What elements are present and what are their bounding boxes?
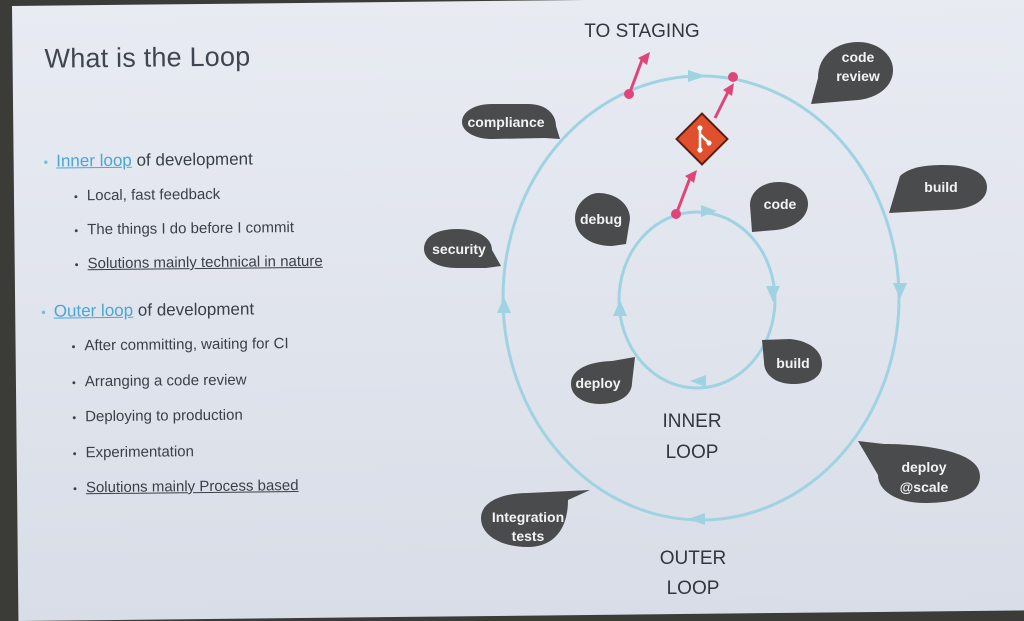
git-icon [675, 112, 729, 166]
commit-arrowhead-bottom-icon [685, 170, 697, 183]
outer-loop-dot [728, 72, 738, 82]
outer-arrow-left-icon [497, 297, 511, 313]
bubble-debug: debug [575, 193, 630, 246]
outer-loop-label-line1: OUTER [660, 548, 727, 569]
bubble-compliance: compliance [462, 104, 560, 139]
outer-loop-label-line2: LOOP [667, 578, 720, 599]
outer-arrow-top-icon [688, 70, 706, 82]
bubble-deploy-inner-text: deploy [575, 375, 620, 391]
outer-arrow-right-icon [893, 283, 907, 299]
inner-arrow-left-icon [613, 300, 627, 316]
bubble-build-outer-text: build [924, 179, 957, 195]
bubble-debug-text: debug [580, 211, 622, 227]
bubble-code-inner: code [750, 182, 808, 232]
bubble-code-inner-text: code [764, 196, 797, 212]
commit-arrowhead-top-icon [723, 83, 734, 96]
inner-loop-label-line1: INNER [662, 411, 721, 432]
inner-arrow-bottom-icon [690, 375, 706, 387]
outer-arrow-bottom-icon [688, 513, 705, 525]
inner-arrow-right-icon [766, 286, 780, 302]
inner-loop-label-line2: LOOP [666, 442, 719, 463]
to-staging-dot [624, 89, 634, 99]
to-staging-arrowhead-icon [638, 52, 650, 65]
bubble-build-inner: build [762, 339, 822, 384]
inner-loop-dot [671, 209, 681, 219]
bubble-build-inner-text: build [776, 355, 809, 371]
bubble-deploy-scale: deploy@scale [858, 441, 980, 503]
bubble-security: security [424, 229, 501, 268]
commit-arrow-bottom [675, 177, 692, 213]
bubble-build-outer: build [889, 165, 987, 213]
bubble-deploy-scale-text: deploy@scale [900, 459, 949, 495]
to-staging-label: TO STAGING [584, 21, 699, 42]
inner-loop-ring [617, 210, 777, 390]
bubble-compliance-text: compliance [467, 114, 544, 130]
bubble-deploy-inner: deploy [571, 357, 635, 404]
to-staging-arrow [628, 59, 644, 93]
bubble-security-text: security [432, 241, 486, 257]
commit-arrow-top [713, 91, 730, 119]
inner-arrow-top-icon [701, 205, 717, 217]
